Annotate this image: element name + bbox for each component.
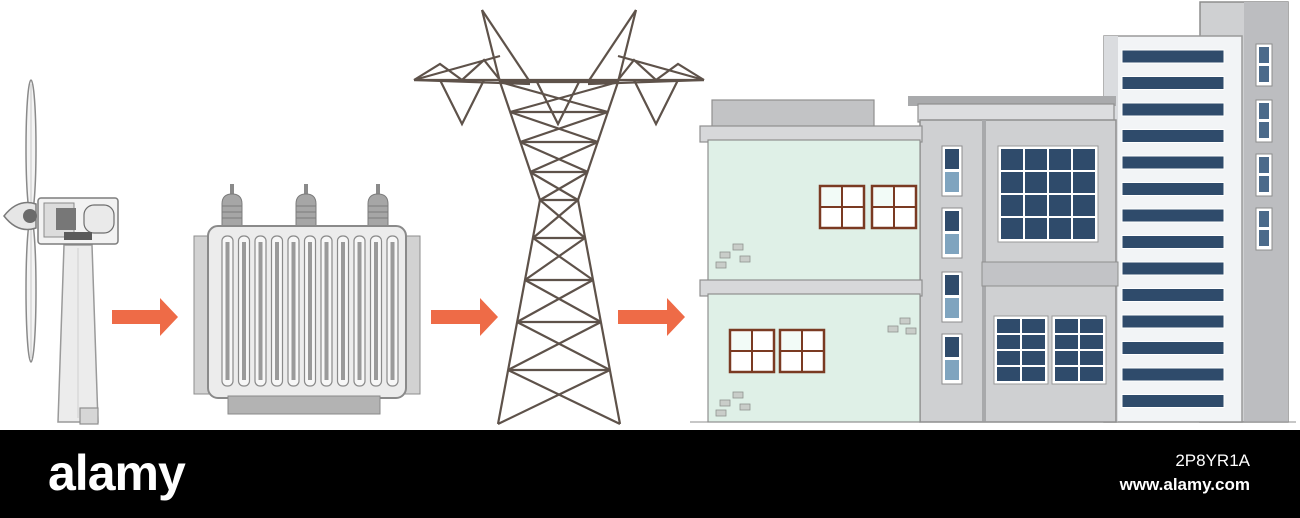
tower-window-band <box>1121 394 1225 408</box>
tower-window-band <box>1121 314 1225 329</box>
transmission-tower <box>413 9 705 425</box>
brand-logo: alamy <box>48 445 186 501</box>
flow-arrow <box>618 298 685 336</box>
brick-detail <box>715 243 917 417</box>
transformer-cooling-fins <box>221 235 399 387</box>
watermark-footer: alamy 2P8YR1A www.alamy.com <box>0 430 1300 518</box>
image-id-label: 2P8YR1A <box>1175 451 1250 470</box>
tower-window-band <box>1121 235 1225 249</box>
flow-arrow <box>431 298 498 336</box>
transformer-bushing <box>367 184 389 229</box>
tower-window-band <box>1121 261 1225 276</box>
tower-window-band <box>1121 182 1225 196</box>
wind-turbine <box>3 79 119 425</box>
transformer <box>193 184 421 415</box>
tower-window-band <box>1121 367 1225 382</box>
tower-window-band <box>1121 341 1225 355</box>
transformer-bushing <box>295 184 317 229</box>
tower-window-band <box>1121 76 1225 90</box>
low-building <box>699 99 923 423</box>
energy-flow-diagram <box>3 1 1296 425</box>
transformer-bushing <box>221 184 243 229</box>
office-narrow-windows <box>941 145 963 385</box>
tower-side-windows <box>1255 43 1273 251</box>
office-building <box>908 96 1119 423</box>
office-grid-windows <box>993 145 1107 385</box>
tower-window-band <box>1121 208 1225 223</box>
tower-window-band <box>1121 49 1225 64</box>
flow-arrow <box>112 298 178 336</box>
tower-window-bands <box>1121 49 1225 408</box>
tower-window-band <box>1121 129 1225 143</box>
tall-tower-building <box>1103 1 1289 423</box>
tower-window-band <box>1121 155 1225 170</box>
tower-window-band <box>1121 102 1225 117</box>
site-url-label: www.alamy.com <box>1119 475 1250 494</box>
low-building-windows <box>728 184 918 374</box>
tower-window-band <box>1121 288 1225 302</box>
